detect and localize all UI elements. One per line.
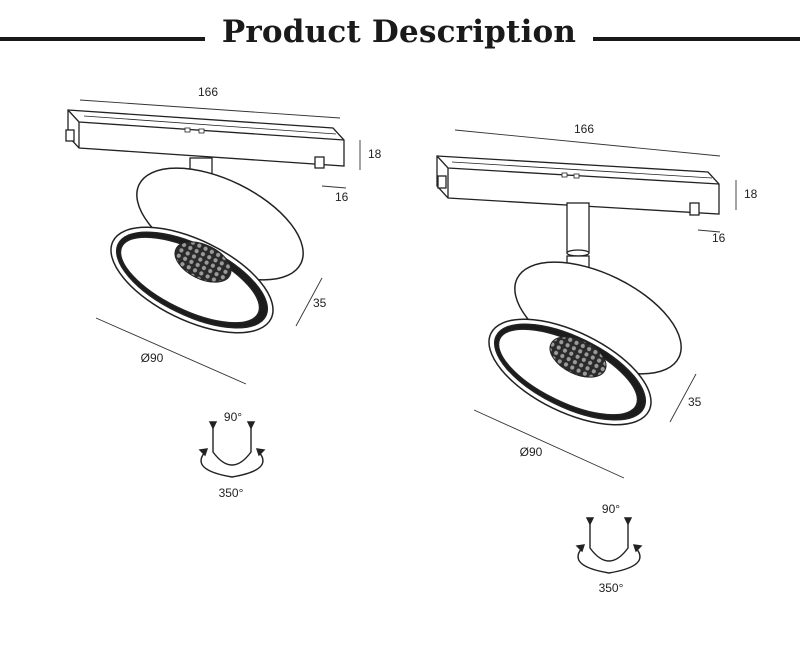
diameter-dimension-2: Ø90 — [520, 445, 543, 459]
rotation-icon-2 — [575, 517, 643, 574]
head-depth-dimension-2: 35 — [688, 395, 702, 409]
width-dimension-1: 16 — [335, 190, 349, 204]
rotation-angle-1: 350° — [219, 486, 244, 500]
page-title: Product Description — [221, 14, 577, 50]
title-rule-left — [0, 37, 205, 41]
length-dimension-2: 166 — [574, 122, 594, 136]
diameter-dimension-1: Ø90 — [141, 351, 164, 365]
length-dimension-1: 166 — [198, 85, 218, 99]
lamp-head-1 — [110, 167, 304, 334]
tilt-angle-1: 90° — [224, 410, 242, 424]
track-rail-2 — [436, 155, 720, 216]
rotation-icon-1 — [198, 421, 266, 478]
title-bar: Product Description — [0, 0, 800, 80]
height-dimension-2: 18 — [744, 187, 758, 201]
dimension-lines-1 — [79, 99, 361, 385]
figure-1: 166 18 16 35 Ø90 90° 350° — [65, 85, 382, 500]
track-rail-1 — [65, 109, 345, 169]
figure-2: 166 18 16 35 Ø90 90° 350° — [436, 122, 758, 595]
height-dimension-1: 18 — [368, 147, 382, 161]
head-depth-dimension-1: 35 — [313, 296, 327, 310]
dimension-lines-2 — [454, 129, 737, 479]
lamp-head-2 — [488, 261, 682, 426]
tilt-angle-2: 90° — [602, 502, 620, 516]
rotation-angle-2: 350° — [599, 581, 624, 595]
title-rule-right — [593, 37, 800, 41]
width-dimension-2: 16 — [712, 231, 726, 245]
